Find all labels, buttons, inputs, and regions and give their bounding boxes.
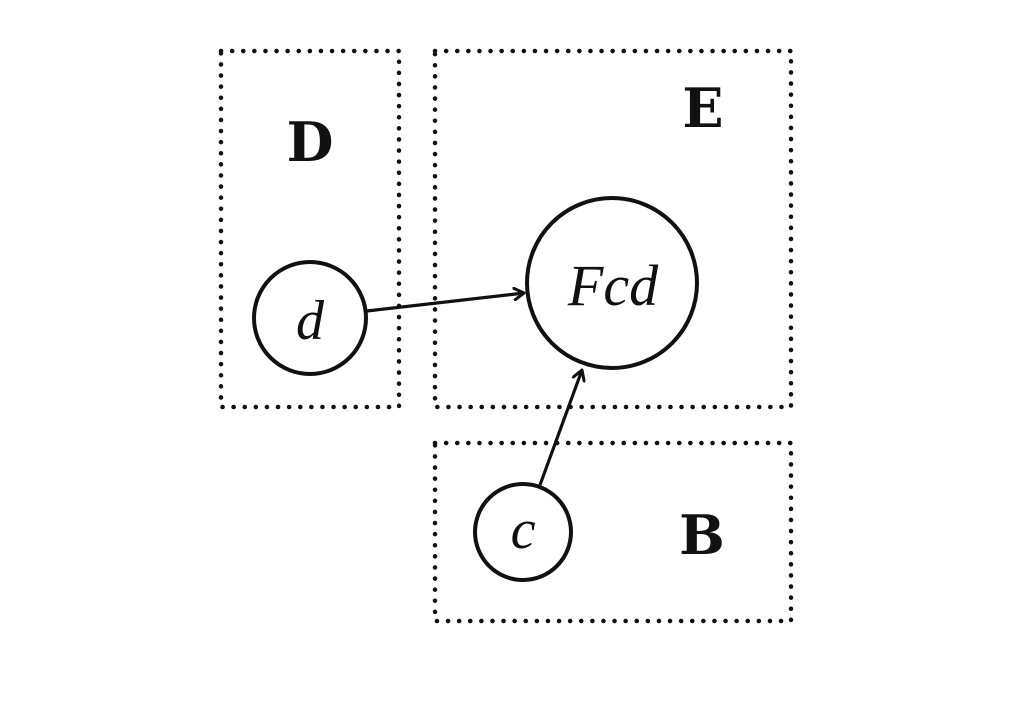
node-fcd-label: Fcd (567, 253, 659, 318)
edge-c-to-fcd (538, 370, 582, 486)
node-d-label: d (296, 290, 325, 352)
box-e-border (432, 48, 794, 410)
box-d-label: D (287, 110, 334, 174)
node-d: d (252, 260, 368, 376)
node-fcd-circle (525, 196, 699, 370)
box-d-border (218, 48, 402, 410)
box-e: E (432, 48, 794, 410)
box-b: B (432, 440, 794, 624)
box-e-label: E (682, 76, 723, 140)
box-d: D (218, 48, 402, 410)
node-d-circle (252, 260, 368, 376)
node-fcd: Fcd (525, 196, 699, 370)
edge-d-to-fcd (366, 293, 524, 313)
node-c-label: c (511, 499, 536, 561)
node-c: c (473, 482, 573, 582)
box-b-border (432, 440, 794, 624)
box-b-label: B (679, 503, 725, 567)
node-c-circle (473, 482, 573, 582)
